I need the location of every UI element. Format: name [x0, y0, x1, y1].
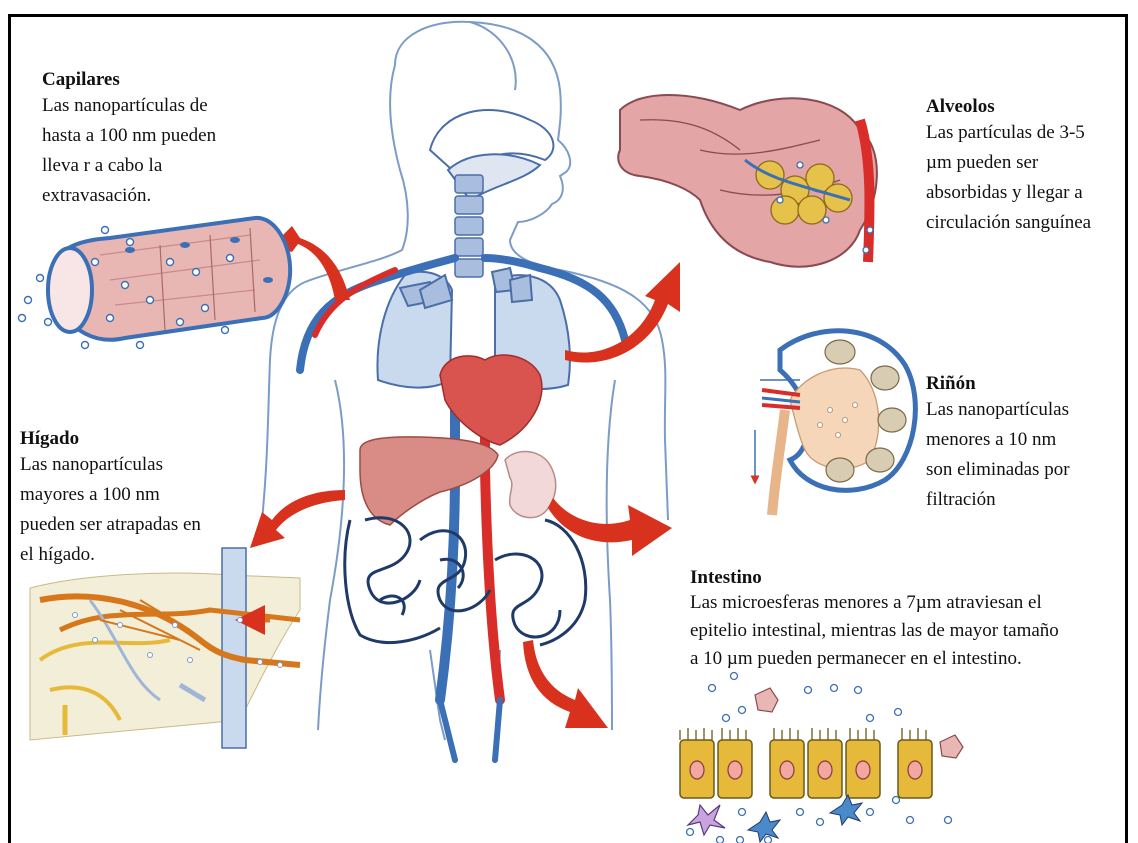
- intestinal-epithelium-illustration: [680, 673, 963, 843]
- capilares-text: Las nanopartículas de hasta a 100 nm pue…: [42, 91, 282, 211]
- liver: [360, 437, 498, 525]
- capilares-block: Capilares Las nanopartículas de hasta a …: [42, 68, 282, 211]
- alveolos-block: Alveolos Las partículas de 3-5 µm pueden…: [926, 95, 1126, 238]
- higado-title: Hígado: [20, 427, 270, 450]
- arrow-intestino: [523, 640, 608, 728]
- intestino-text: Las microesferas menores a 7µm atraviesa…: [690, 589, 1130, 673]
- intestino-block: Intestino Las microesferas menores a 7µm…: [690, 566, 1130, 673]
- alveoli-illustration: [618, 95, 877, 267]
- rinon-title: Riñón: [926, 372, 1116, 395]
- stomach: [505, 452, 556, 518]
- higado-text: Las nanopartículas mayores a 100 nm pued…: [20, 450, 270, 570]
- intestines: [345, 518, 586, 645]
- higado-block: Hígado Las nanopartículas mayores a 100 …: [20, 427, 270, 570]
- kidney-illustration: [755, 331, 915, 515]
- capillary-illustration: [19, 218, 291, 349]
- liver-tissue-illustration: [30, 548, 300, 748]
- trachea: [455, 175, 483, 277]
- capilares-title: Capilares: [42, 68, 282, 91]
- airway-head: [430, 110, 553, 200]
- arrow-rinon: [548, 498, 672, 556]
- alveolos-text: Las partículas de 3-5 µm pueden ser abso…: [926, 118, 1126, 238]
- rinon-block: Riñón Las nanopartículas menores a 10 nm…: [926, 372, 1116, 515]
- rinon-text: Las nanopartículas menores a 10 nm son e…: [926, 395, 1116, 515]
- alveolos-title: Alveolos: [926, 95, 1126, 118]
- vessels: [300, 258, 625, 760]
- intestino-title: Intestino: [690, 566, 1130, 589]
